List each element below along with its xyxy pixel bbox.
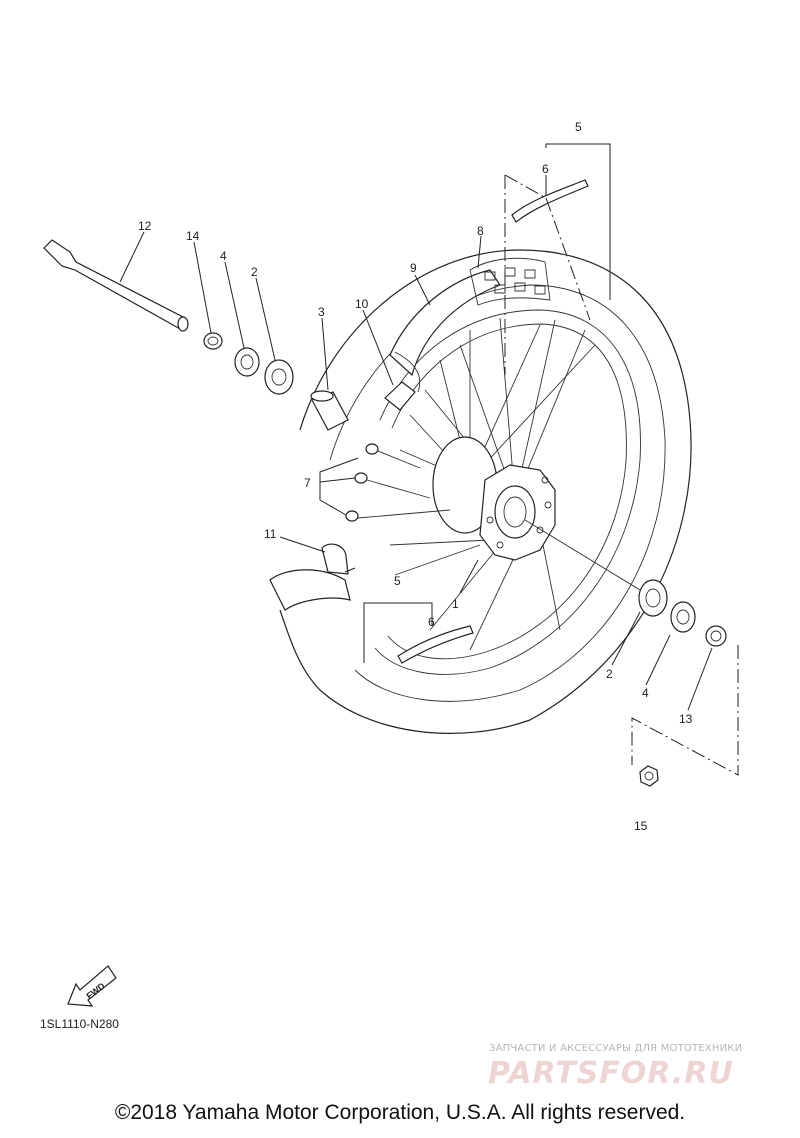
collar-13 <box>705 625 727 647</box>
collar-14 <box>203 332 223 350</box>
callout-7: 7 <box>304 476 311 490</box>
callout-5-bottom: 5 <box>394 574 401 588</box>
callout-11: 11 <box>264 527 277 541</box>
front-axle <box>43 239 189 332</box>
tire-tread <box>469 257 551 306</box>
callout-9: 9 <box>410 261 417 275</box>
bearing-right <box>638 579 668 617</box>
callout-labels: 12 14 4 2 3 10 9 8 5 6 7 11 1 5 6 2 4 13… <box>138 120 693 833</box>
drawing-code: 1SL1110-N280 <box>40 1017 119 1031</box>
hub <box>432 436 556 561</box>
callout-6-bottom: 6 <box>428 615 435 629</box>
oil-seal-right <box>670 601 696 633</box>
spoke-nipples <box>397 179 589 664</box>
callout-4-left: 4 <box>220 249 227 263</box>
callout-13: 13 <box>679 712 693 726</box>
rim-lock <box>384 381 416 411</box>
callout-5-top: 5 <box>575 120 582 134</box>
callout-12: 12 <box>138 219 152 233</box>
spacer-3 <box>310 390 349 431</box>
watermark-logo: PARTSFOR.RU <box>488 1056 734 1091</box>
copyright-notice: ©2018 Yamaha Motor Corporation, U.S.A. A… <box>114 1101 686 1124</box>
callout-14: 14 <box>186 229 200 243</box>
oil-seal-left <box>234 347 260 377</box>
callout-8: 8 <box>477 224 484 238</box>
bearing-left <box>264 359 294 395</box>
inner-tube <box>269 543 356 611</box>
rim <box>374 309 641 675</box>
leader-lines <box>119 143 713 711</box>
callout-2-left: 2 <box>251 265 258 279</box>
nut-15 <box>639 765 659 787</box>
callout-15: 15 <box>634 819 648 833</box>
callout-3: 3 <box>318 305 325 319</box>
watermark-tagline: ЗАПЧАСТИ И АКСЕССУАРЫ ДЛЯ МОТОТЕХНИКИ <box>489 1043 743 1054</box>
callout-2-right: 2 <box>606 667 613 681</box>
callout-4-right: 4 <box>642 686 649 700</box>
fwd-arrow-icon: FWD <box>67 965 117 1007</box>
callout-10: 10 <box>355 297 369 311</box>
callout-6-top: 6 <box>542 162 549 176</box>
callout-1: 1 <box>452 597 459 611</box>
dashed-brackets <box>504 174 739 776</box>
bolts-7 <box>345 443 451 522</box>
